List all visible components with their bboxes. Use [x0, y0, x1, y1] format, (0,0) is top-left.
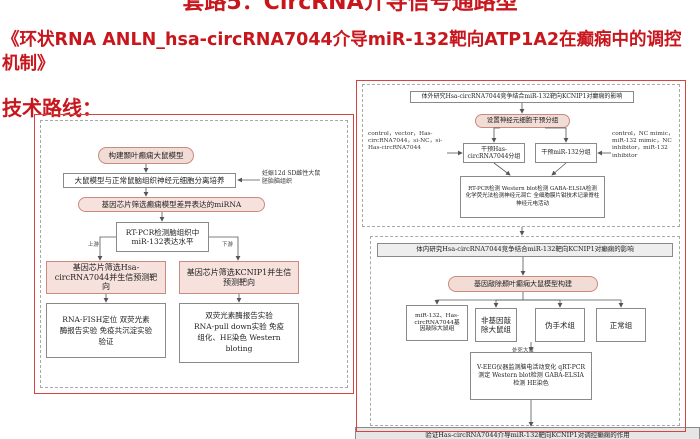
invivo-post-label: 处死大鼠 — [512, 348, 535, 354]
invivo-detection-box: V-EEG仪器监测脑电活动变化 qRT-PCR测定 Western blot检测… — [470, 352, 592, 400]
culture-box: 大鼠模型与正常鼠脑组织神经元细胞分离培养 — [63, 173, 236, 188]
invivo-group-4: 正常组 — [596, 308, 646, 342]
invitro-detection-box: RT-PCR检测 Western blot检测 GABA-ELSIA检测 化学荧… — [460, 176, 605, 218]
invivo-group-2: 非基因敲除大鼠组 — [475, 308, 517, 342]
slide-title: 套路5：CircRNA介导信号通路型 — [182, 0, 518, 15]
invitro-right-groups: control，NC mimic，miR-132 mimic，NC inhibi… — [612, 131, 674, 159]
upstream-methods-box: RNA-FISH定位 双荧光素酶报告实验 免疫共沉淀实验验证 — [46, 303, 166, 358]
invitro-left-groups: control，vector，Has-circRNA7044，si-NC，si-… — [368, 131, 443, 152]
invivo-title: 体内研究Hsa-circRNA7044竞争结合miR-132靶向KCNIP1对癫… — [377, 243, 673, 257]
invivo-build-model: 基因敲除颞叶癫痫大鼠模型构建 — [448, 276, 598, 292]
section-title: 技术路线： — [2, 96, 102, 120]
build-model-box: 构建颞叶癫痫大鼠模型 — [98, 147, 194, 164]
invitro-title: 体外研究Hsa-circRNA7044竞争结合miR-132靶向KCNIP1对癫… — [410, 91, 634, 103]
interfere-mir-box: 干预miR-132分组 — [535, 143, 597, 163]
upstream-label: 上游 — [88, 242, 100, 248]
invivo-group-3: 伪手术组 — [535, 308, 585, 342]
downstream-methods-box: 双荧光素酶报告实验 RNA-pull down实验 免疫组化、HE染色 West… — [179, 303, 299, 363]
qpcr-box: RT-PCR检测脑组织中miR-132表达水平 — [116, 222, 209, 252]
downstream-box: 基因芯片筛选KCNIP1并生信预测靶向 — [179, 261, 299, 294]
right-red-frame — [356, 80, 686, 432]
mirna-screen-box: 基因芯片筛选癫痫模型差异表达的miRNA — [78, 197, 265, 212]
left-red-frame — [34, 114, 354, 394]
invitro-setup: 设置神经元细胞干预分组 — [475, 114, 570, 128]
interfere-circ-box: 干预Has-circRNA7044分组 — [463, 143, 525, 163]
slide-subtitle: 《环状RNA ANLN_hsa-circRNA7044介导miR-132靶向AT… — [2, 30, 682, 74]
invivo-group-1: miR-132、Has-circRNA7044基因敲除大鼠组 — [406, 305, 468, 341]
side-note: 妊娠12d SD雌性大鼠胚胎脑组织 — [262, 170, 321, 185]
upstream-box: 基因芯片筛选Hsa-circRNA7044并生信预测靶向 — [46, 261, 166, 294]
